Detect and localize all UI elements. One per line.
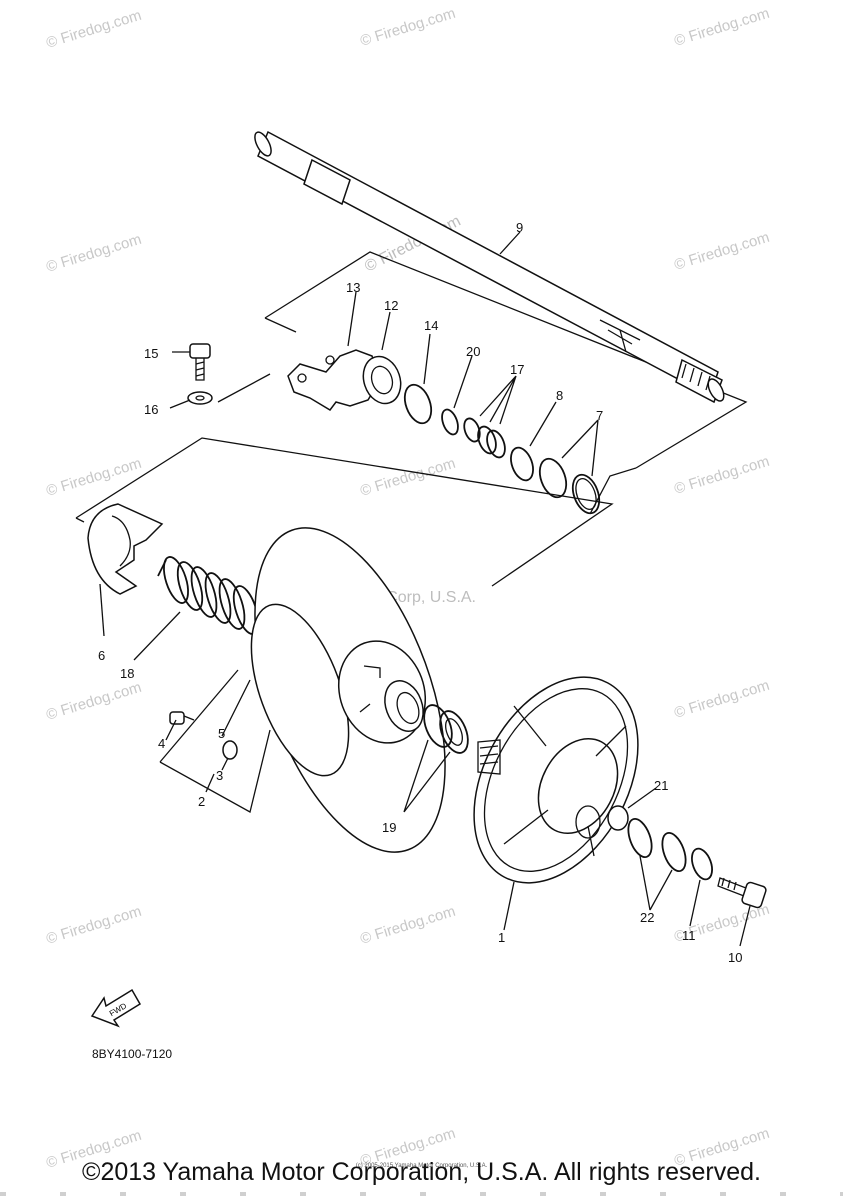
slider-part-5 — [222, 740, 238, 760]
watermark-text: © Firedog.com — [672, 453, 771, 498]
callout-6: 6 — [98, 648, 105, 663]
sheave-part-2 — [250, 527, 446, 853]
callout-13: 13 — [346, 280, 360, 295]
washers-part-7 — [538, 457, 601, 515]
ring-part-20 — [441, 408, 459, 436]
callout-9: 9 — [516, 220, 523, 235]
callout-14: 14 — [424, 318, 438, 333]
callout-5: 5 — [218, 726, 225, 741]
callout-15: 15 — [144, 346, 158, 361]
callout-1: 1 — [498, 930, 505, 945]
watermark-text: © Firedog.com — [44, 455, 143, 500]
callout-11: 11 — [682, 928, 696, 943]
bolt-part-15 — [189, 343, 211, 381]
fwd-arrow-icon: FWD — [90, 988, 142, 1028]
washer-part-16 — [187, 391, 213, 405]
callout-3: 3 — [216, 768, 223, 783]
watermark-text: © Firedog.com — [358, 903, 457, 948]
callout-10: 10 — [728, 950, 742, 965]
spring-part-18 — [157, 556, 269, 635]
callout-22: 22 — [640, 910, 654, 925]
watermark-text: © Firedog.com — [44, 7, 143, 52]
callout-labels: 1 2 3 4 5 6 7 8 9 10 11 12 13 14 15 16 1… — [98, 220, 742, 965]
callout-4: 4 — [158, 736, 165, 751]
callout-12: 12 — [384, 298, 398, 313]
footer-copyright: ©2013 Yamaha Motor Corporation, U.S.A. A… — [82, 1158, 761, 1186]
washers-part-22 — [627, 817, 687, 873]
callout-19: 19 — [382, 820, 396, 835]
shaft-part-9 — [254, 130, 725, 404]
watermark-text: © Firedog.com — [672, 677, 771, 722]
footer-small-copyright: (c) 2005-2015 Yamaha Motor Corporation, … — [355, 1163, 488, 1169]
circlip-part-14 — [403, 383, 433, 425]
watermarks: © Firedog.com © Firedog.com © Firedog.co… — [44, 5, 771, 1172]
watermark-text: © Firedog.com — [672, 229, 771, 274]
callout-18: 18 — [120, 666, 134, 681]
screw-part-4 — [169, 711, 195, 725]
spider-part-1 — [473, 676, 639, 884]
diagram-code: 8BY4100-7120 — [92, 1047, 172, 1061]
washers-part-19 — [423, 704, 469, 754]
watermark-text: © Firedog.com — [44, 679, 143, 724]
callout-20: 20 — [466, 344, 480, 359]
bearing-part-12 — [362, 355, 402, 405]
bearing-housing-part-13 — [287, 349, 402, 411]
leader-lines — [99, 231, 751, 947]
washer-part-11 — [691, 847, 713, 881]
collar-part-21 — [607, 805, 629, 831]
callout-7: 7 — [596, 408, 603, 423]
watermark-text: © Firedog.com — [44, 231, 143, 276]
callout-16: 16 — [144, 402, 158, 417]
callout-2: 2 — [198, 794, 205, 809]
callout-17: 17 — [510, 362, 524, 377]
rings-part-17 — [463, 417, 506, 459]
watermark-text: © Firedog.com — [358, 5, 457, 50]
callout-8: 8 — [556, 388, 563, 403]
assembly-outlines — [75, 251, 748, 813]
cam-part-6 — [87, 503, 164, 595]
bottom-strip — [0, 1192, 843, 1196]
bolt-part-10 — [717, 877, 767, 909]
callout-21: 21 — [654, 778, 668, 793]
watermark-text: © Firedog.com — [44, 903, 143, 948]
circlip-part-8 — [510, 446, 534, 482]
watermark-text: © Firedog.com — [672, 5, 771, 50]
